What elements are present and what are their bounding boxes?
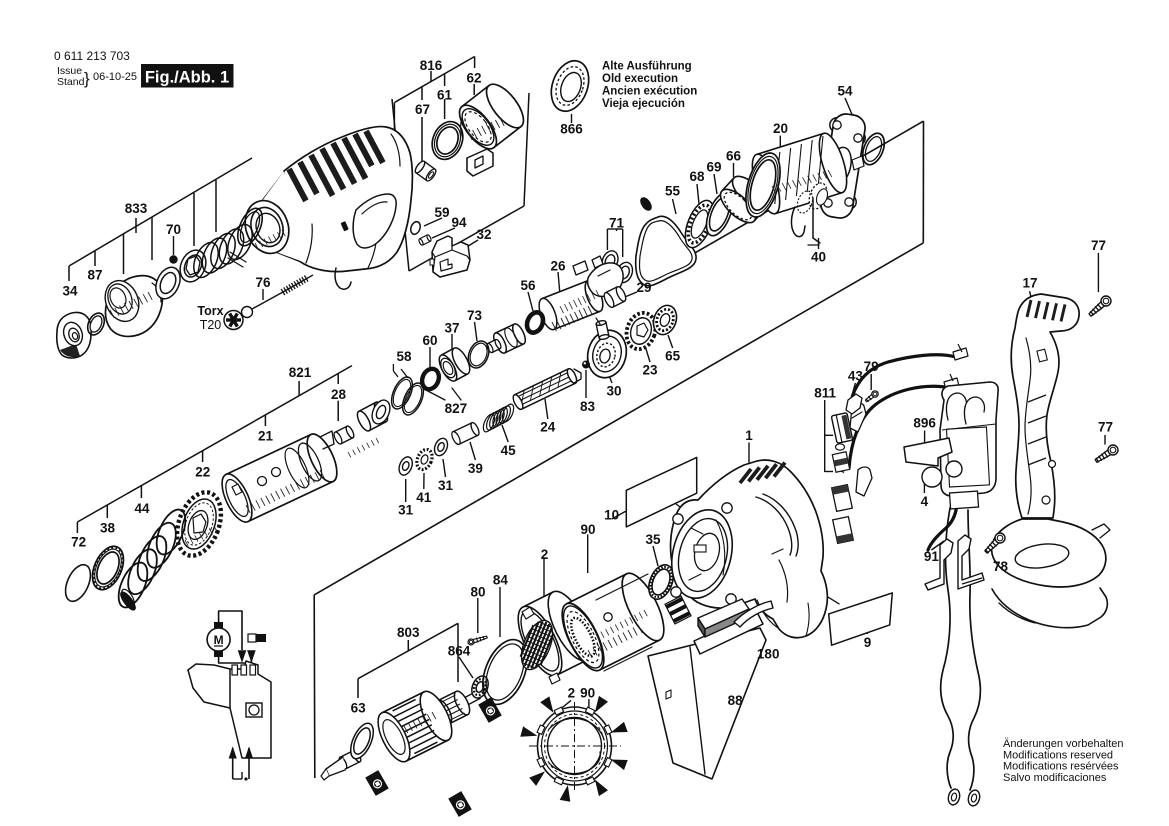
- svg-text:22: 22: [195, 465, 210, 480]
- svg-text:816: 816: [420, 58, 443, 73]
- svg-text:68: 68: [689, 169, 705, 184]
- svg-text:59: 59: [434, 205, 449, 220]
- svg-text:83: 83: [580, 399, 596, 414]
- svg-text:Salvo modificaciones: Salvo modificaciones: [1003, 772, 1107, 784]
- svg-text:Torx: Torx: [197, 304, 223, 318]
- svg-text:827: 827: [445, 401, 468, 416]
- svg-text:24: 24: [540, 420, 556, 435]
- svg-text:2: 2: [568, 686, 576, 701]
- svg-text:41: 41: [416, 490, 432, 505]
- svg-text:180: 180: [757, 647, 780, 662]
- svg-text:71: 71: [609, 216, 625, 231]
- svg-text:29: 29: [636, 280, 651, 295]
- svg-text:54: 54: [837, 84, 853, 99]
- svg-text:38: 38: [100, 521, 116, 536]
- svg-text:866: 866: [560, 122, 583, 137]
- svg-text:77: 77: [1098, 420, 1113, 435]
- svg-text:Ancien exécution: Ancien exécution: [602, 86, 697, 98]
- svg-text:Änderungen vorbehalten: Änderungen vorbehalten: [1003, 738, 1123, 750]
- svg-text:67: 67: [415, 102, 430, 117]
- svg-text:Old execution: Old execution: [602, 73, 678, 85]
- svg-text:4: 4: [921, 494, 929, 509]
- svg-text:84: 84: [493, 573, 509, 588]
- svg-text:Modifications reserved: Modifications reserved: [1003, 749, 1113, 761]
- svg-text:62: 62: [466, 71, 481, 86]
- svg-text:65: 65: [665, 349, 681, 364]
- svg-text:M: M: [214, 633, 224, 647]
- svg-text:69: 69: [706, 160, 721, 175]
- svg-text:803: 803: [397, 625, 420, 640]
- svg-text:45: 45: [501, 443, 517, 458]
- svg-text:72: 72: [71, 535, 86, 550]
- svg-text:20: 20: [773, 121, 788, 136]
- svg-text:70: 70: [166, 222, 181, 237]
- svg-text:Alte Ausführung: Alte Ausführung: [602, 61, 692, 73]
- svg-text:80: 80: [470, 585, 485, 600]
- svg-text:821: 821: [289, 365, 312, 380]
- svg-text:Stand: Stand: [57, 76, 85, 88]
- svg-text:896: 896: [913, 416, 936, 431]
- svg-text:77: 77: [1091, 238, 1106, 253]
- svg-text:833: 833: [125, 201, 148, 216]
- svg-text:44: 44: [134, 501, 150, 516]
- svg-text:28: 28: [331, 387, 347, 402]
- svg-text:23: 23: [642, 363, 658, 378]
- svg-text:Modifications resérvées: Modifications resérvées: [1003, 761, 1119, 773]
- svg-text:34: 34: [62, 284, 78, 299]
- svg-text:66: 66: [726, 149, 742, 164]
- svg-text:76: 76: [255, 275, 271, 290]
- svg-text:0 611 213 703: 0 611 213 703: [54, 49, 130, 63]
- svg-text:Vieja ejecución: Vieja ejecución: [602, 98, 685, 110]
- svg-text:40: 40: [811, 250, 826, 265]
- svg-text:2: 2: [541, 547, 549, 562]
- svg-text:864: 864: [448, 644, 471, 659]
- svg-text:87: 87: [87, 268, 102, 283]
- svg-text:94: 94: [451, 215, 467, 230]
- svg-text:55: 55: [665, 184, 681, 199]
- svg-text:43: 43: [848, 369, 864, 384]
- svg-text:32: 32: [476, 227, 491, 242]
- svg-text:39: 39: [468, 461, 483, 476]
- svg-text:78: 78: [993, 559, 1009, 574]
- svg-text:17: 17: [1022, 276, 1037, 291]
- svg-text:60: 60: [422, 333, 437, 348]
- svg-text:58: 58: [396, 349, 412, 364]
- svg-text:31: 31: [398, 503, 414, 518]
- svg-text:90: 90: [580, 522, 595, 537]
- svg-text:1: 1: [745, 428, 753, 443]
- svg-text:63: 63: [351, 701, 367, 716]
- svg-text:10: 10: [604, 508, 619, 523]
- svg-text:21: 21: [258, 429, 274, 444]
- svg-text:T20: T20: [200, 318, 222, 332]
- svg-text:56: 56: [520, 278, 536, 293]
- svg-text:811: 811: [814, 386, 836, 401]
- svg-text:31: 31: [438, 478, 454, 493]
- svg-text:Issue: Issue: [57, 65, 82, 77]
- svg-text:61: 61: [437, 88, 453, 103]
- svg-text:Fig./Abb. 1: Fig./Abb. 1: [145, 69, 229, 87]
- svg-text:9: 9: [864, 635, 872, 650]
- svg-text:90: 90: [580, 686, 595, 701]
- svg-text:88: 88: [728, 693, 744, 708]
- svg-text:73: 73: [467, 308, 483, 323]
- svg-text:}: }: [84, 69, 90, 88]
- svg-text:37: 37: [444, 321, 459, 336]
- svg-text:91: 91: [924, 549, 940, 564]
- svg-text:35: 35: [645, 532, 661, 547]
- svg-text:06-10-25: 06-10-25: [93, 71, 137, 83]
- svg-text:26: 26: [550, 259, 566, 274]
- svg-text:79: 79: [864, 359, 879, 374]
- svg-text:30: 30: [606, 384, 621, 399]
